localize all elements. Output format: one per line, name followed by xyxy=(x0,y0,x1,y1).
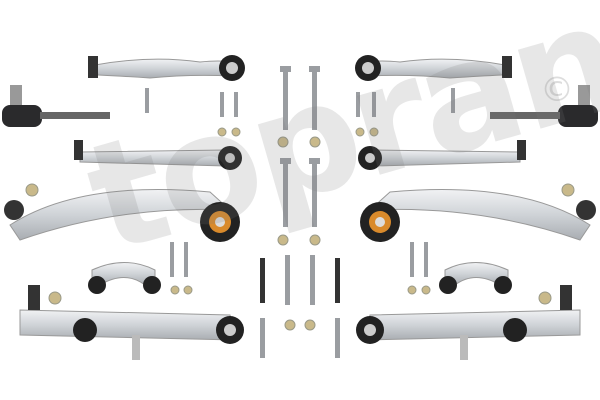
lower-track-arm-left xyxy=(4,188,240,242)
tie-rod-end-right xyxy=(490,85,598,127)
upper-control-arm-left xyxy=(88,55,245,81)
nuts xyxy=(25,127,575,331)
upper-control-arm-right xyxy=(355,55,512,81)
bolts-and-nuts xyxy=(145,66,455,358)
copyright-mark: © xyxy=(540,70,574,110)
lower-control-arm-right xyxy=(356,285,581,360)
lower-control-arm-left xyxy=(19,285,244,360)
guide-arm-left xyxy=(74,140,242,170)
stabilizer-link-right xyxy=(439,262,512,294)
lower-track-arm-right xyxy=(360,188,596,242)
stabilizer-link-left xyxy=(88,262,161,294)
tie-rod-end-left xyxy=(2,85,110,127)
guide-arm-right xyxy=(358,140,526,170)
